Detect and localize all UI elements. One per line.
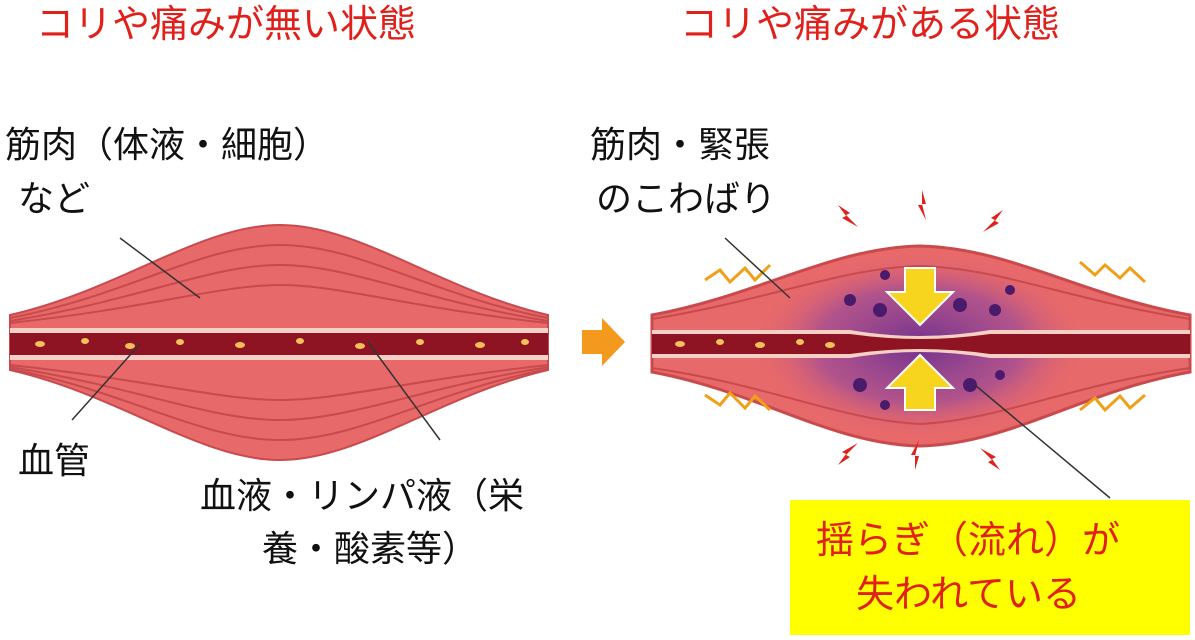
stiff-muscle <box>650 244 1192 448</box>
label-blood-lymph: 血液・リンパ液（栄 <box>200 476 525 517</box>
healthy-muscle <box>9 223 549 462</box>
title-with-stiffness: コリや痛みがある状態 <box>680 2 1061 46</box>
leader-lines-right <box>724 237 1111 499</box>
label-muscle-tension: 筋肉・緊張 <box>590 125 771 166</box>
compress-up-arrow-icon <box>884 353 956 411</box>
transition-arrow-icon <box>582 318 625 366</box>
pain-squiggle-icons <box>704 260 1147 413</box>
waste-particles <box>844 270 1015 410</box>
leader-lines-left <box>71 237 441 441</box>
label-stiffness: のこわばり <box>596 179 777 220</box>
label-blood-vessel: 血管 <box>18 441 91 482</box>
label-nutrients-oxygen: 養・酸素等） <box>262 529 479 570</box>
callout-line2: 失われている <box>856 572 1081 616</box>
callout-line1: 揺らぎ（流れ）が <box>816 518 1121 562</box>
callout-box: 揺らぎ（流れ）が 失われている <box>790 500 1190 635</box>
title-no-stiffness: コリや痛みが無い状態 <box>36 2 417 46</box>
label-muscle: 筋肉（体液・細胞） <box>5 125 330 166</box>
pain-lightning-icons <box>838 190 1003 470</box>
compress-down-arrow-icon <box>884 267 956 327</box>
label-muscle-etc: など <box>18 179 91 220</box>
